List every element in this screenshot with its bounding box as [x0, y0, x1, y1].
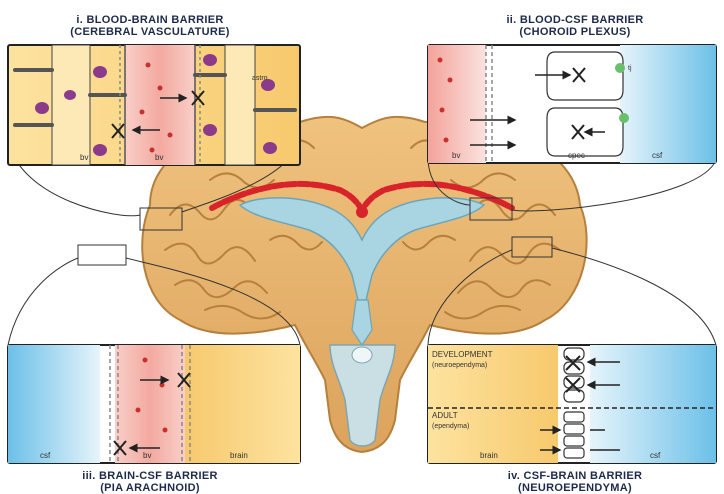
title-line1: i. BLOOD-BRAIN BARRIER	[76, 14, 223, 26]
neuroependyma-label: (neuroependyma)	[432, 362, 487, 369]
brain-label: brain	[230, 451, 248, 460]
development-label: DEVELOPMENT	[432, 350, 493, 359]
title-line2: (NEUROEPENDYMA)	[426, 482, 724, 494]
csf-label: csf	[650, 451, 661, 460]
panel-i-blood-brain-barrier: bv bv astro	[8, 45, 300, 165]
title-line1: ii. BLOOD-CSF BARRIER	[506, 14, 643, 26]
bv-label: bv	[143, 451, 151, 460]
title-csf-brain-barrier: iv. CSF-BRAIN BARRIER (NEUROEPENDYMA)	[426, 470, 724, 494]
adult-label: ADULT	[432, 411, 458, 420]
cpec-label: cpec	[568, 151, 585, 160]
panel-iii-brain-csf-barrier: csf bv brain	[8, 345, 300, 463]
title-line1: iv. CSF-BRAIN BARRIER	[508, 470, 642, 482]
title-line2: (CEREBRAL VASCULATURE)	[0, 26, 300, 38]
title-blood-csf-barrier: ii. BLOOD-CSF BARRIER (CHOROID PLEXUS)	[426, 14, 724, 38]
csf-label: csf	[652, 151, 663, 160]
tj-label: tj	[628, 65, 632, 72]
panel-ii-blood-csf-barrier: tj bv cpec csf	[428, 45, 716, 163]
title-line1: iii. BRAIN-CSF BARRIER	[82, 470, 218, 482]
bv-label-right: bv	[155, 153, 163, 162]
title-blood-brain-barrier: i. BLOOD-BRAIN BARRIER (CEREBRAL VASCULA…	[0, 14, 300, 38]
ependyma-label: (ependyma)	[432, 423, 469, 430]
astro-label: astro	[252, 75, 268, 82]
bv-label-left: bv	[80, 153, 88, 162]
title-line2: (PIA ARACHNOID)	[0, 482, 300, 494]
bv-label: bv	[452, 151, 460, 160]
title-brain-csf-barrier: iii. BRAIN-CSF BARRIER (PIA ARACHNOID)	[0, 470, 300, 494]
panel-iv-csf-brain-barrier: DEVELOPMENT (neuroependyma) ADULT (epend…	[428, 345, 716, 463]
csf-label: csf	[40, 451, 51, 460]
title-line2: (CHOROID PLEXUS)	[426, 26, 724, 38]
brain-label: brain	[480, 451, 498, 460]
